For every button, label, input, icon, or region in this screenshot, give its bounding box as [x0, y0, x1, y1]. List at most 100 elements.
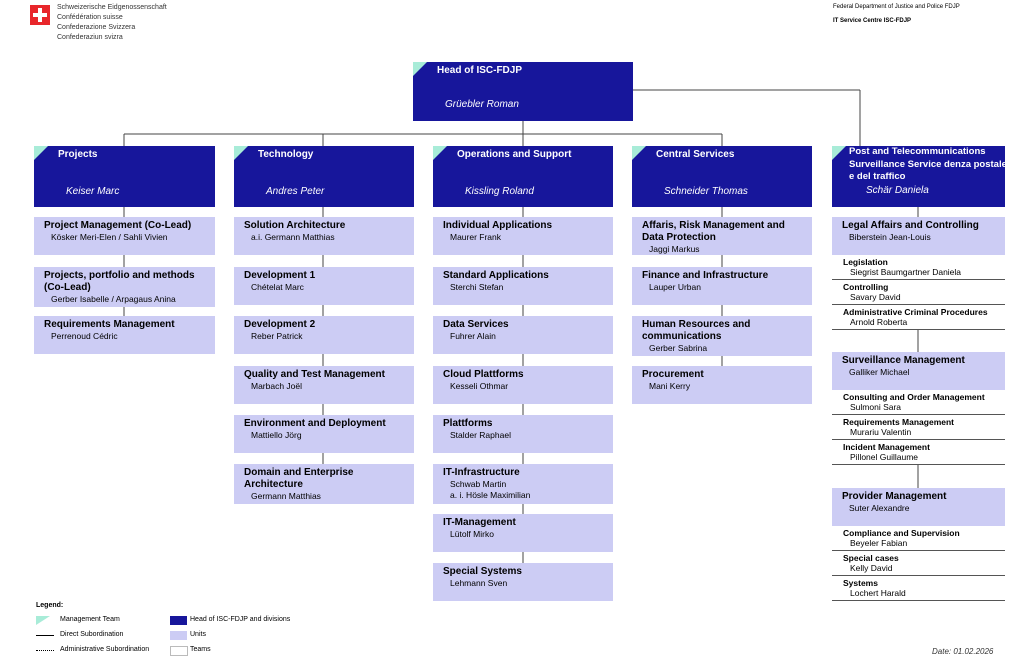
team-person: Beyeler Fabian — [850, 538, 908, 548]
unit-person: Kesseli Othmar — [450, 381, 509, 391]
unit-title: Procurement — [642, 369, 704, 380]
team-title: Legislation — [843, 257, 888, 267]
division-title: Projects — [58, 149, 98, 160]
unit-title: Affaris, Risk Management and Data Protec… — [642, 220, 785, 243]
confederation-name: Schweizerische Eidgenossenschaft — [57, 4, 167, 11]
unit-person: Suter Alexandre — [849, 503, 910, 513]
unit-box: Human Resources and communications Gerbe… — [632, 316, 812, 356]
team-title: Requirements Management — [843, 417, 954, 427]
date-label: Date: 01.02.2026 — [932, 647, 994, 656]
division-operations: Operations and Support Kissling Roland — [433, 146, 613, 207]
unit-person: Germann Matthias — [251, 491, 321, 501]
unit-title: Individual Applications — [443, 220, 553, 231]
unit-person: a.i. Germann Matthias — [251, 232, 335, 242]
team-person: Lochert Harald — [850, 588, 906, 598]
unit-person: Biberstein Jean-Louis — [849, 232, 931, 242]
unit-person: Mani Kerry — [649, 381, 691, 391]
unit-title: Quality and Test Management — [244, 369, 385, 380]
legend-label: Management Team — [60, 616, 120, 623]
unit-box: IT-Management Lütolf Mirko — [433, 514, 613, 552]
unit-title: Special Systems — [443, 566, 522, 577]
unit-box: IT-Infrastructure Schwab Martin a. i. Hö… — [433, 464, 613, 504]
legend-title: Legend: — [36, 602, 64, 609]
unit-box: Development 1 Chételat Marc — [234, 267, 414, 305]
unit-person: Jaggi Markus — [649, 244, 700, 254]
team-title: Administrative Criminal Procedures — [843, 307, 988, 317]
unit-title: Development 2 — [244, 319, 316, 330]
team-box: Requirements Management Murariu Valentin — [832, 415, 1005, 440]
unit-box: Surveillance Management Galliker Michael — [832, 352, 1005, 390]
division-title: Central Services — [656, 149, 735, 160]
unit-legend-swatch — [170, 631, 187, 640]
unit-person: Reber Patrick — [251, 331, 303, 341]
unit-person: Schwab Martin — [450, 479, 507, 489]
unit-title: Project Management (Co-Lead) — [44, 220, 192, 231]
unit-box: Domain and Enterprise Architecture Germa… — [234, 464, 414, 504]
unit-person: Maurer Frank — [450, 232, 502, 242]
unit-title: Standard Applications — [443, 270, 549, 281]
division-title: Operations and Support — [457, 149, 572, 160]
management-team-marker — [413, 62, 427, 76]
confederation-name: Confederazione Svizzera — [57, 24, 136, 31]
unit-box: Cloud Plattforms Kesseli Othmar — [433, 366, 613, 404]
unit-title: Data Services — [443, 319, 509, 330]
unit-person: Lehmann Sven — [450, 578, 508, 588]
management-team-marker — [433, 146, 447, 160]
team-legend-swatch — [170, 646, 188, 656]
head-box: Head of ISC-FDJP Grüebler Roman — [413, 62, 633, 121]
unit-person: Marbach Joël — [251, 381, 303, 391]
unit-box: Finance and Infrastructure Lauper Urban — [632, 267, 812, 305]
unit-title: Plattforms — [443, 418, 493, 429]
team-person: Savary David — [850, 292, 901, 302]
unit-box: Development 2 Reber Patrick — [234, 316, 414, 354]
administrative-line-legend-icon — [36, 650, 54, 651]
unit-box: Solution Architecture a.i. Germann Matth… — [234, 217, 414, 255]
unit-person: Gerber Isabelle / Arpagaus Anina — [51, 294, 176, 304]
legend-label: Administrative Subordination — [60, 646, 150, 653]
unit-person: Galliker Michael — [849, 367, 910, 377]
unit-title: IT-Management — [443, 517, 516, 528]
unit-person: Fuhrer Alain — [450, 331, 496, 341]
management-team-marker — [234, 146, 248, 160]
unit-person: a. i. Hösle Maximilian — [450, 490, 531, 500]
team-box: Administrative Criminal Procedures Arnol… — [832, 305, 1005, 330]
unit-person: Lauper Urban — [649, 282, 701, 292]
unit-title: Cloud Plattforms — [443, 369, 524, 380]
unit-person: Gerber Sabrina — [649, 343, 708, 353]
team-title: Incident Management — [843, 442, 930, 452]
division-title: Technology — [258, 149, 314, 160]
head-name: Grüebler Roman — [445, 99, 519, 110]
division-head: Keiser Marc — [66, 186, 120, 197]
team-person: Sulmoni Sara — [850, 402, 902, 412]
team-box: Systems Lochert Harald — [832, 576, 1005, 601]
legend-label: Teams — [190, 646, 211, 653]
unit-box: Affaris, Risk Management and Data Protec… — [632, 217, 812, 255]
management-team-marker — [832, 146, 846, 160]
team-person: Murariu Valentin — [850, 427, 912, 437]
head-title: Head of ISC-FDJP — [437, 65, 523, 76]
team-person: Arnold Roberta — [850, 317, 908, 327]
unit-box: Environment and Deployment Mattiello Jör… — [234, 415, 414, 453]
division-head: Schneider Thomas — [664, 186, 748, 197]
team-box: Consulting and Order Management Sulmoni … — [832, 390, 1005, 415]
legend-label: Head of ISC-FDJP and divisions — [190, 616, 291, 623]
division-projects: Projects Keiser Marc — [34, 146, 215, 207]
team-title: Systems — [843, 578, 878, 588]
confederation-names: Schweizerische Eidgenossenschaft Confédé… — [57, 3, 167, 43]
team-box: Special cases Kelly David — [832, 551, 1005, 576]
team-box: Compliance and Supervision Beyeler Fabia… — [832, 526, 1005, 551]
unit-title: Environment and Deployment — [244, 418, 386, 429]
team-title: Consulting and Order Management — [843, 392, 985, 402]
division-title: Post and Telecommunications Surveillance… — [849, 146, 1005, 182]
team-box: Incident Management Pillonel Guillaume — [832, 440, 1005, 465]
unit-box: Projects, portfolio and methods (Co-Lead… — [34, 267, 215, 307]
unit-box: Special Systems Lehmann Sven — [433, 563, 613, 601]
direct-line-legend-icon — [36, 635, 54, 636]
unit-title: Human Resources and communications — [642, 319, 751, 342]
unit-person: Lütolf Mirko — [450, 529, 494, 539]
unit-person: Kösker Meri-Elen / Sahli Vivien — [51, 232, 168, 242]
management-team-marker — [34, 146, 48, 160]
team-person: Kelly David — [850, 563, 893, 573]
unit-person: Perrenoud Cédric — [51, 331, 118, 341]
unit-box: Provider Management Suter Alexandre — [832, 488, 1005, 526]
